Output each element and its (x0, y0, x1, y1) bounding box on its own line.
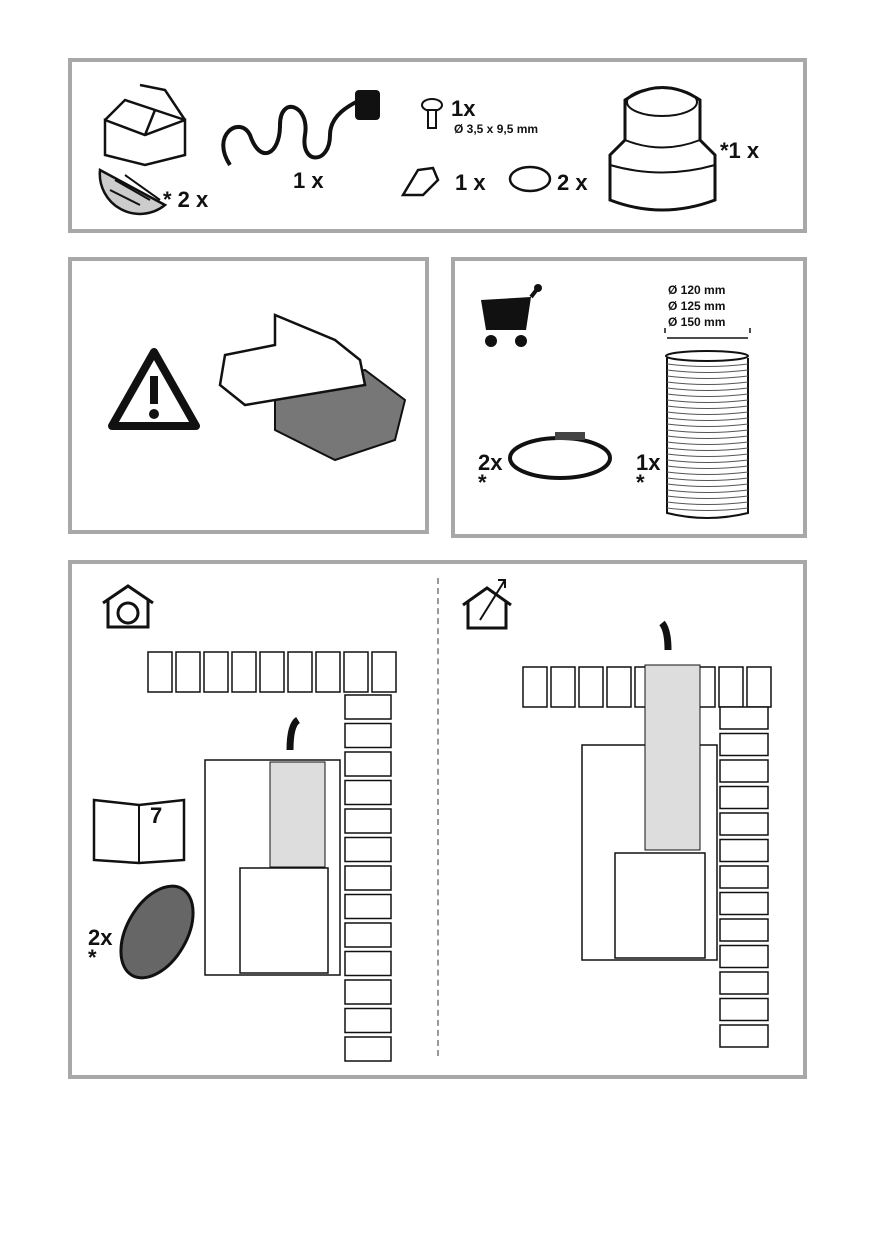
brick (344, 808, 392, 834)
cable-qty: 1 x (293, 168, 324, 193)
hose-note: * (636, 470, 645, 495)
manual-booklet-icon (92, 798, 186, 865)
brick (344, 865, 392, 891)
brick (719, 918, 769, 942)
adapter-qty: *1 x (720, 138, 760, 163)
brick (344, 722, 392, 749)
brick (344, 950, 392, 977)
brick (550, 666, 576, 708)
diameter-150: Ø 150 mm (668, 315, 726, 329)
brick (344, 1007, 392, 1034)
duct-adapter-icon (608, 86, 717, 212)
brick (746, 666, 772, 708)
hose-qty: 1x (636, 450, 661, 475)
installation-modes-panel (68, 560, 807, 1079)
clamp-note: * (478, 470, 487, 495)
screw-qty: 1x (451, 96, 476, 121)
screw-icon (421, 98, 443, 129)
recirculation-house-icon (102, 584, 154, 629)
extraction-diagram (522, 620, 772, 1048)
brick (344, 979, 392, 1005)
brick (719, 732, 769, 757)
brick (719, 1024, 769, 1048)
hose-clamp-icon (508, 432, 612, 480)
brick (344, 751, 392, 777)
brick (287, 651, 313, 693)
cap-qty: 2 x (557, 170, 588, 195)
power-cable-icon (221, 90, 380, 167)
clamp-qty: 2x (478, 450, 503, 475)
cable-clip-icon (400, 166, 440, 197)
brick (578, 666, 604, 708)
brick (719, 706, 769, 730)
brick (344, 694, 392, 720)
brick (315, 651, 341, 693)
brick (203, 651, 229, 693)
carbon-filter-note: * (88, 945, 97, 970)
brick (231, 651, 257, 693)
brick (719, 838, 769, 863)
warning-icon (108, 348, 200, 430)
brick (719, 865, 769, 889)
brick (718, 666, 744, 708)
brick (719, 785, 769, 810)
brick (719, 997, 769, 1022)
mode-divider (437, 578, 439, 1056)
diameter-120: Ø 120 mm (668, 283, 726, 297)
brick (522, 666, 548, 708)
brick (147, 651, 173, 693)
recirculation-diagram (147, 651, 397, 1062)
box-icon (103, 83, 187, 167)
brick (371, 651, 397, 693)
grease-filter-icon (98, 168, 168, 216)
brick (344, 779, 392, 806)
extraction-house-icon (462, 579, 512, 630)
duct-diameters: Ø 120 mm Ø 125 mm Ø 150 mm (668, 282, 725, 330)
cover-cap-icon (508, 165, 552, 193)
clip-qty: 1 x (455, 170, 486, 195)
safety-panel (68, 257, 429, 534)
flexible-hose-icon (664, 328, 751, 519)
brick (175, 651, 201, 693)
manual-page-number: 7 (150, 803, 163, 828)
brick (344, 922, 392, 948)
carbon-filter-qty: 2x (88, 925, 113, 950)
brick (343, 651, 369, 693)
brick (719, 971, 769, 995)
diameter-125: Ø 125 mm (668, 299, 726, 313)
brick (719, 759, 769, 783)
shopping-cart-icon (481, 284, 542, 347)
kit-contents-panel (68, 58, 807, 233)
filter-qty: * 2 x (163, 187, 209, 212)
brick (344, 836, 392, 863)
brick (344, 1036, 392, 1062)
brick (719, 944, 769, 969)
screw-size: Ø 3,5 x 9,5 mm (454, 122, 539, 136)
brick (606, 666, 632, 708)
brick (719, 812, 769, 836)
brick (259, 651, 285, 693)
brick (344, 893, 392, 920)
carbon-filter-icon (119, 884, 195, 980)
gloves-icon (218, 313, 407, 462)
brick (719, 891, 769, 916)
optional-accessories-panel (451, 257, 807, 538)
